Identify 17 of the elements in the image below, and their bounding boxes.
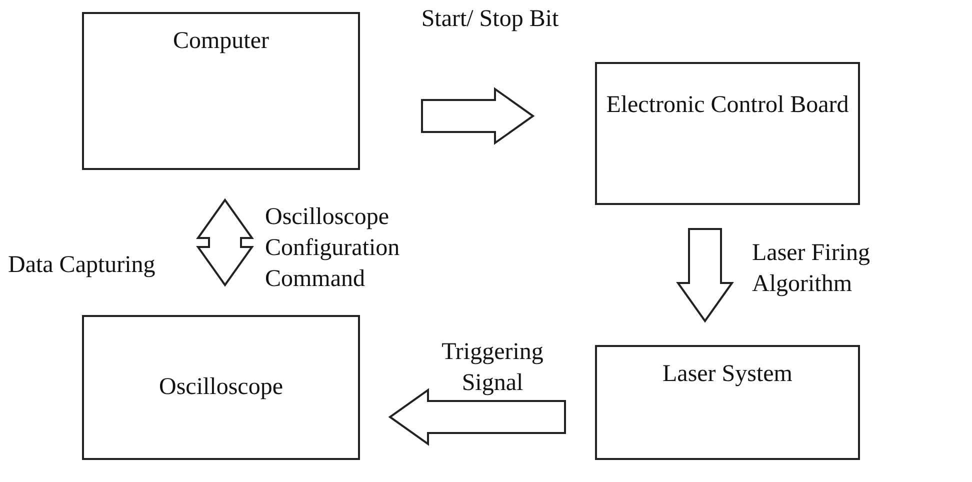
process-box [595,62,860,205]
process-box [82,315,360,460]
block-arrow [421,87,535,145]
process-box [595,345,860,460]
edge-label: Oscilloscope Configuration Command [265,203,401,294]
block-arrow [676,228,734,323]
edge-label: Laser Firing Algorithm [752,239,871,300]
box-label: Computer [173,27,269,56]
block-arrow [388,388,566,446]
edge-label: Triggering Signal [440,338,544,398]
block-arrow [196,198,254,287]
box-label: Laser System [662,360,792,389]
box-label: Oscilloscope [159,372,283,402]
box-label: Electronic Control Board [606,91,849,120]
annotation-text: Data Capturing [8,251,156,280]
process-box [82,12,360,170]
edge-label: Start/ Stop Bit [420,5,560,34]
